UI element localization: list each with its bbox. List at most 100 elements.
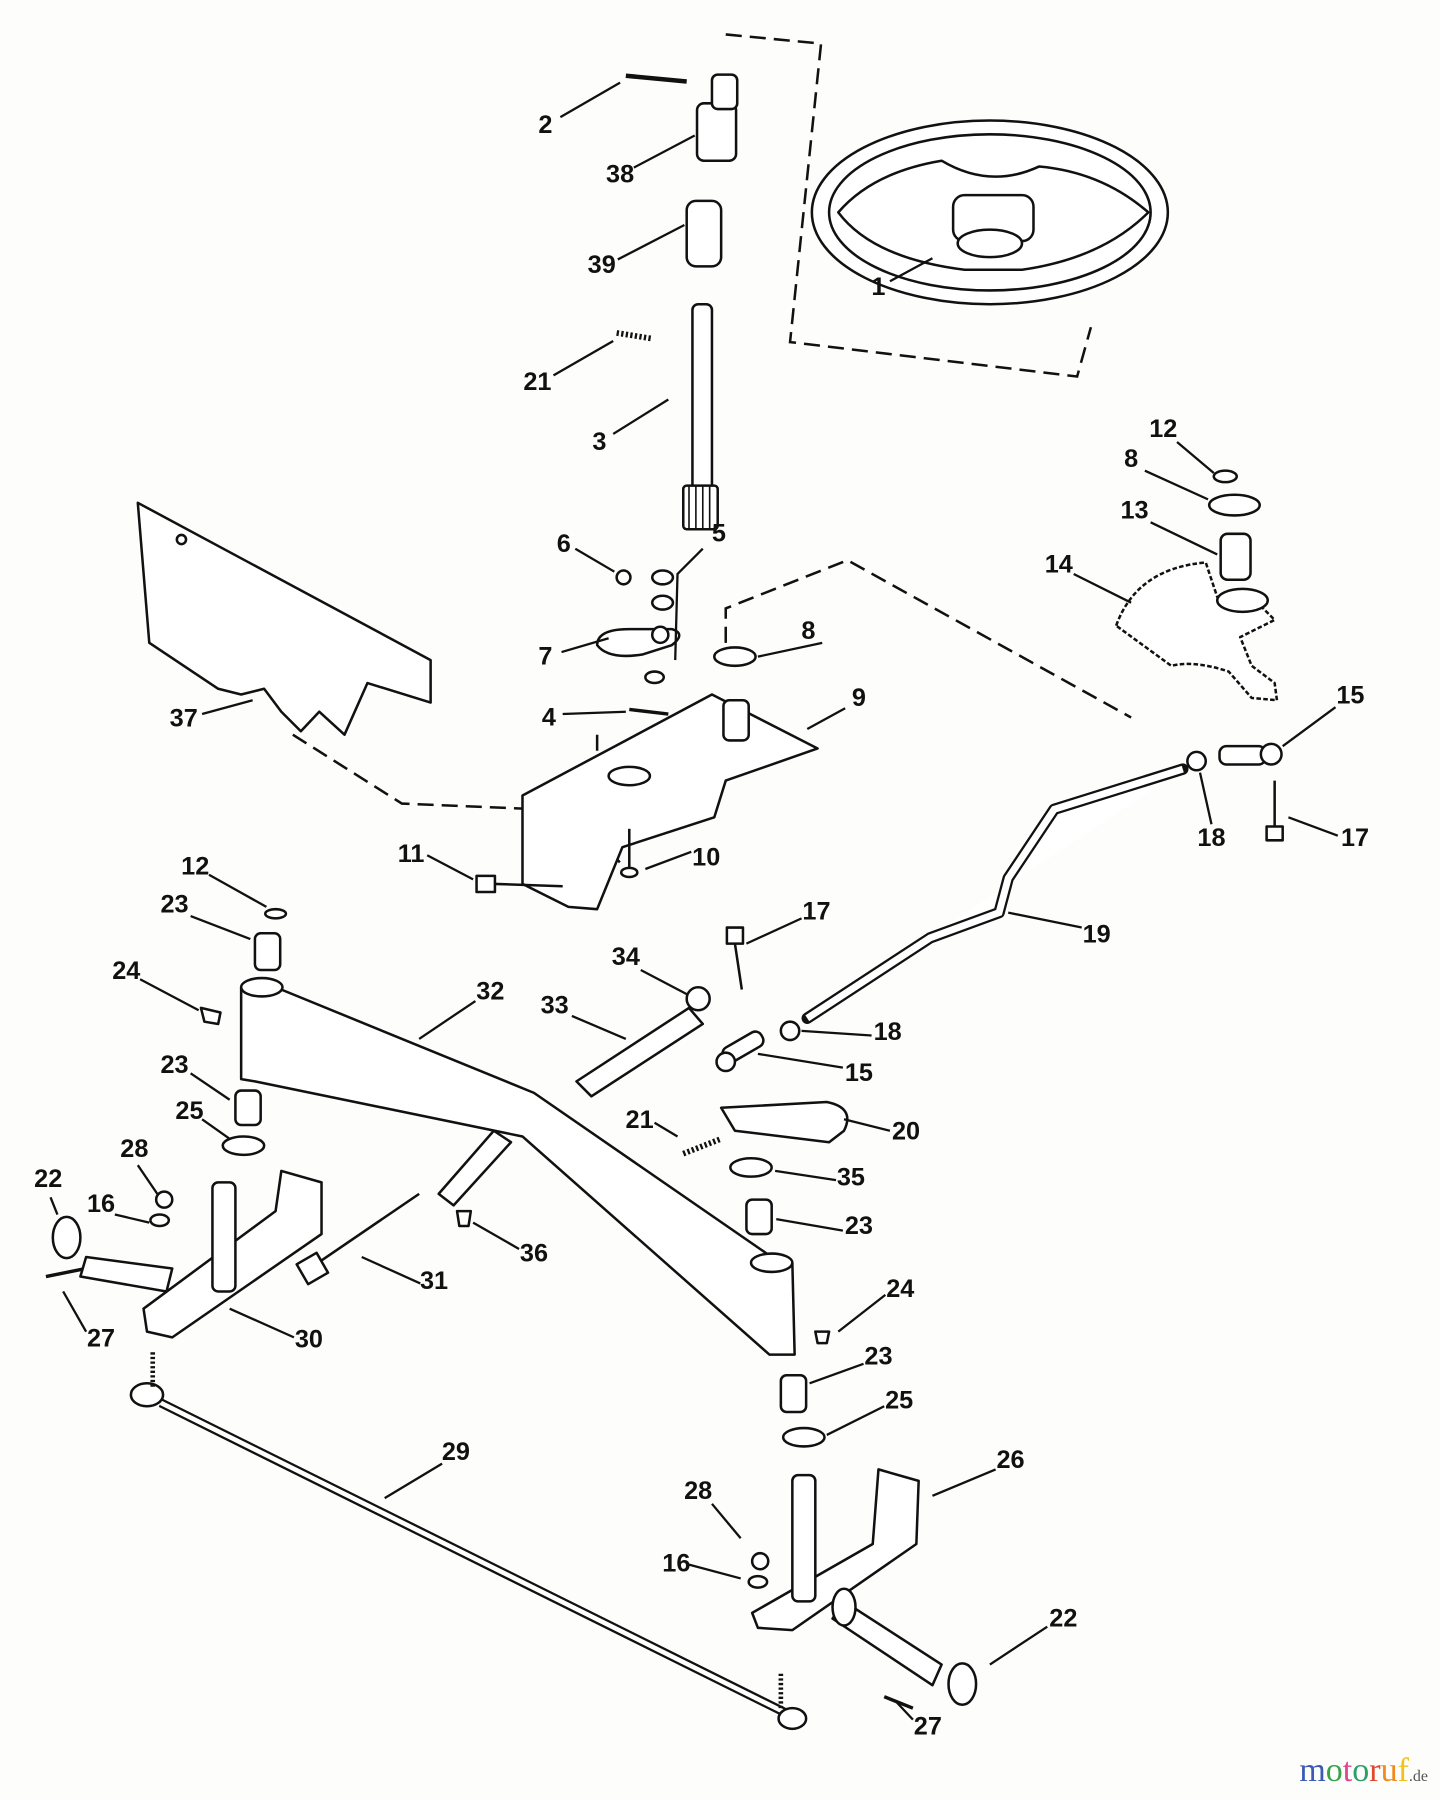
callout: 8 [801, 617, 815, 645]
callout: 37 [170, 704, 198, 732]
callout: 31 [420, 1267, 448, 1295]
spring-pin [682, 1136, 723, 1157]
bushing [745, 1198, 773, 1236]
callout: 14 [1045, 551, 1073, 579]
callout: 30 [295, 1325, 323, 1353]
hex-bolt [1265, 780, 1284, 842]
callout: 21 [626, 1106, 654, 1134]
callout: 21 [523, 368, 551, 396]
callout: 29 [442, 1438, 470, 1466]
callout: 27 [87, 1324, 115, 1352]
callout: 16 [662, 1549, 690, 1577]
washer [650, 569, 675, 586]
callout: 23 [864, 1343, 892, 1371]
callout: 36 [520, 1239, 548, 1267]
spindle-left [79, 1169, 323, 1339]
callout: 12 [1149, 415, 1177, 443]
jam-nut [1186, 750, 1208, 772]
steering-wheel [810, 119, 1170, 306]
callout: 24 [112, 957, 140, 985]
screw [619, 828, 639, 879]
callout: 24 [886, 1275, 914, 1303]
callout: 7 [538, 642, 552, 670]
cotter-pin [883, 1695, 914, 1710]
callout: 11 [398, 840, 425, 868]
callout: 18 [1197, 824, 1225, 852]
assembly-line-sector [724, 558, 1132, 719]
bushing [1219, 532, 1252, 581]
callout: 6 [557, 530, 571, 558]
pivot-bolt [295, 1192, 420, 1286]
bushing [234, 1089, 262, 1127]
ball-joint [1218, 742, 1283, 766]
flat-washer [729, 1157, 773, 1178]
retaining-ring [264, 907, 288, 920]
washer [650, 594, 675, 611]
callout: 16 [87, 1190, 115, 1218]
cotter-pin [629, 707, 669, 716]
lock-nut [685, 985, 711, 1012]
callout: 4 [542, 703, 556, 731]
steering-arm-lower [719, 1100, 849, 1144]
dash-plate [136, 501, 432, 736]
callout: 17 [1341, 824, 1369, 852]
assembly-line-wheel [725, 33, 1093, 378]
grease-fitting [814, 1330, 831, 1345]
grease-fitting [199, 1006, 222, 1026]
steering-bracket [521, 693, 819, 911]
callout: 28 [684, 1477, 712, 1505]
roll-pin [625, 73, 687, 84]
callout: 35 [837, 1164, 865, 1192]
spring-pin [616, 330, 653, 342]
nut [615, 569, 632, 586]
callout: 18 [874, 1018, 902, 1046]
axle-sleeve [575, 1006, 705, 1098]
callout: 5 [712, 520, 726, 548]
flat-washer [221, 1135, 266, 1157]
tie-rod [129, 1352, 808, 1731]
jam-nut [779, 1020, 801, 1042]
callout: 23 [845, 1212, 873, 1240]
callout: 15 [845, 1059, 873, 1087]
ball-joint [715, 1030, 765, 1073]
callout: 27 [914, 1712, 942, 1740]
callout: 39 [588, 251, 616, 279]
callout: 2 [538, 111, 552, 139]
callout: 10 [692, 843, 720, 871]
callout: 25 [175, 1097, 203, 1125]
callout: 25 [885, 1386, 913, 1414]
callout: 26 [996, 1446, 1024, 1474]
callout: 1 [871, 273, 885, 301]
callout: 9 [852, 684, 866, 712]
callout-labels: 2 38 39 1 21 3 12 8 13 14 6 5 7 8 9 4 37… [34, 111, 1369, 1740]
callout: 15 [1336, 681, 1364, 709]
sector-gear [1114, 561, 1279, 702]
callout: 3 [592, 428, 606, 456]
hex-bolt [475, 874, 563, 894]
callout: 33 [541, 991, 569, 1019]
callout: 13 [1120, 497, 1148, 525]
nut [154, 1190, 174, 1209]
callout: 12 [181, 853, 209, 881]
grease-fitting [455, 1209, 473, 1228]
callout: 22 [34, 1165, 62, 1193]
washer [149, 1213, 171, 1228]
bushing [685, 199, 723, 268]
callout: 28 [120, 1135, 148, 1163]
steering-shaft [681, 302, 719, 531]
callout: 23 [160, 890, 188, 918]
watermark-logo: motoruf.de [1299, 1752, 1428, 1789]
callout: 32 [476, 978, 504, 1006]
washer [644, 670, 665, 685]
hex-bolt [725, 926, 745, 990]
flat-washer [781, 1426, 826, 1448]
washer [747, 1574, 769, 1589]
callout: 8 [1124, 445, 1138, 473]
hub-cap-washer [51, 1215, 82, 1260]
watermark-suffix: .de [1408, 1768, 1428, 1785]
steering-shaft-upper [695, 73, 739, 162]
callout: 34 [612, 943, 640, 971]
flat-washer [1207, 493, 1261, 517]
bushing [253, 932, 282, 972]
